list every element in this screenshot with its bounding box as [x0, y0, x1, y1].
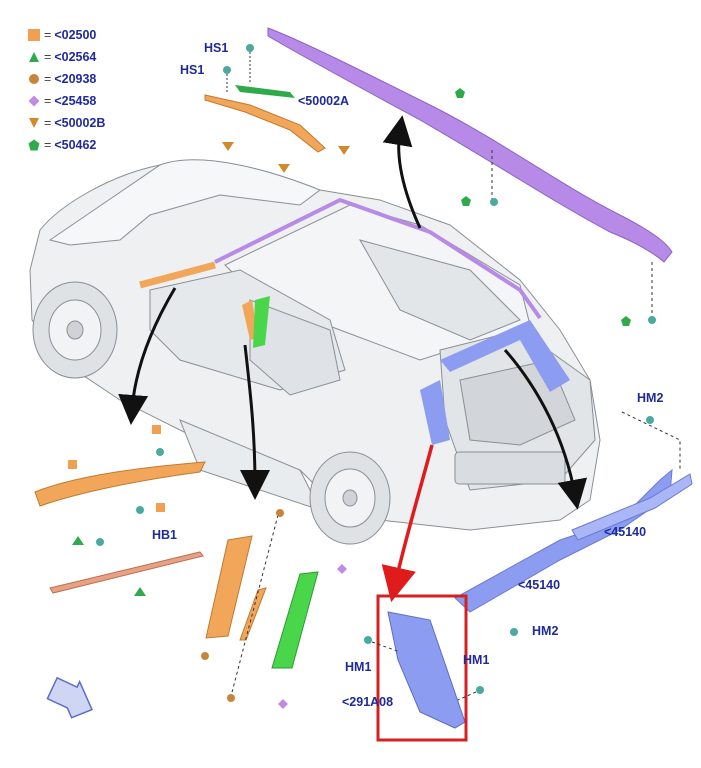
- clip-20938-a: [276, 509, 284, 517]
- fastener-icon: [490, 198, 656, 324]
- hm1-leader-left: [371, 641, 401, 653]
- callout-291a08: <291A08: [342, 695, 394, 709]
- callout-hs1-lower: HS1: [180, 63, 205, 77]
- clip-02500-a: [152, 425, 161, 434]
- legend-equals: =: [44, 138, 52, 152]
- diamond-icon: [28, 95, 40, 107]
- legend-code: <50002B: [54, 116, 106, 130]
- hm2-bracket: [621, 411, 681, 470]
- front-arrow-icon: [46, 676, 94, 719]
- clip-25458-a: [337, 564, 347, 574]
- clip-02500-c: [156, 503, 165, 512]
- clip-50462-a: [455, 88, 465, 98]
- c-pillar-highlight: [420, 380, 450, 445]
- windshield-header-trim-part: [204, 94, 326, 153]
- clip-strip-50002a: [235, 85, 295, 98]
- clip-20938-c: [227, 694, 235, 702]
- legend-row-02564: = <02564: [28, 48, 96, 66]
- legend-row-02500: = <02500: [28, 26, 96, 44]
- callout-hm2-upper: HM2: [637, 391, 664, 405]
- roof-side-trim-part: [49, 551, 204, 594]
- arrow-to-a-pillar: [118, 287, 177, 425]
- square-icon: [28, 29, 40, 41]
- b-pillar-lower-trim-part: [271, 571, 319, 669]
- legend-equals: =: [44, 50, 52, 64]
- clip-02564-b: [134, 587, 146, 596]
- clip-20938-b: [201, 652, 209, 660]
- legend-code: <02564: [54, 50, 97, 64]
- callout-hm1-left: HM1: [345, 660, 372, 674]
- b-pillar-seal-part: [239, 587, 267, 641]
- callout-50002a: <50002A: [298, 94, 350, 108]
- highlight-frame: [376, 594, 468, 742]
- legend-code: <50462: [54, 138, 97, 152]
- arrow-to-roof-rail: [382, 115, 422, 229]
- arrow-to-liftgate-trim: [503, 349, 588, 510]
- clip-02500-b: [68, 460, 77, 469]
- c-pillar-trim-part: [387, 611, 466, 729]
- b-pillar-highlight-green: [253, 296, 270, 348]
- clip-50002b-b: [278, 164, 290, 173]
- pentagon-icon: [28, 139, 40, 151]
- legend-equals: =: [44, 116, 52, 130]
- clip-50462-b: [461, 196, 471, 206]
- hm2-fastener-icon: [510, 416, 654, 636]
- rear-wheel: [309, 451, 391, 545]
- hs1-fasteners: [223, 44, 254, 92]
- callout-hm1-right: HM1: [463, 653, 490, 667]
- clip-50462-c: [621, 316, 631, 326]
- a-pillar-trim-part: [34, 461, 206, 507]
- legend-row-50462: = <50462: [28, 136, 96, 154]
- clip-50002b-c: [338, 146, 350, 155]
- clip-02564-a: [72, 536, 84, 545]
- legend-equals: =: [44, 94, 52, 108]
- b-pillar-upper-trim-part: [205, 535, 253, 639]
- hm1-fasteners: [364, 636, 484, 694]
- liftgate-upper-trim-part: [571, 473, 693, 541]
- legend-code: <02500: [54, 28, 97, 42]
- roof-rail-part: [267, 27, 673, 263]
- clip-25458-b: [278, 699, 288, 709]
- hb1-fasteners: [96, 448, 164, 546]
- legend-equals: =: [44, 28, 52, 42]
- triangle-icon: [29, 52, 39, 62]
- triangle-down-icon: [29, 118, 39, 128]
- arrow-to-b-pillar: [239, 344, 270, 500]
- legend-equals: =: [44, 72, 52, 86]
- legend-row-25458: = <25458: [28, 92, 96, 110]
- front-wheel: [32, 281, 118, 379]
- b-pillar-leader: [229, 514, 279, 701]
- legend-code: <25458: [54, 94, 97, 108]
- liftgate-trim-highlight: [440, 320, 570, 392]
- callout-hb1: HB1: [152, 528, 178, 542]
- callout-45140-lower: <45140: [518, 578, 561, 592]
- legend-code: <20938: [54, 72, 97, 86]
- legend-row-50002b: = <50002B: [28, 114, 105, 132]
- circle-icon: [29, 74, 39, 84]
- roof-trim-highlight: [214, 197, 542, 320]
- callout-hm2-lower: HM2: [532, 624, 559, 638]
- arrow-to-highlighted-part: [381, 444, 434, 603]
- windshield-pillar-highlight: [139, 261, 216, 289]
- legend-row-20938: = <20938: [28, 70, 96, 88]
- callout-hs1-upper: HS1: [204, 41, 229, 55]
- callout-45140-upper: <45140: [604, 525, 647, 539]
- clip-50002b-a: [222, 142, 234, 151]
